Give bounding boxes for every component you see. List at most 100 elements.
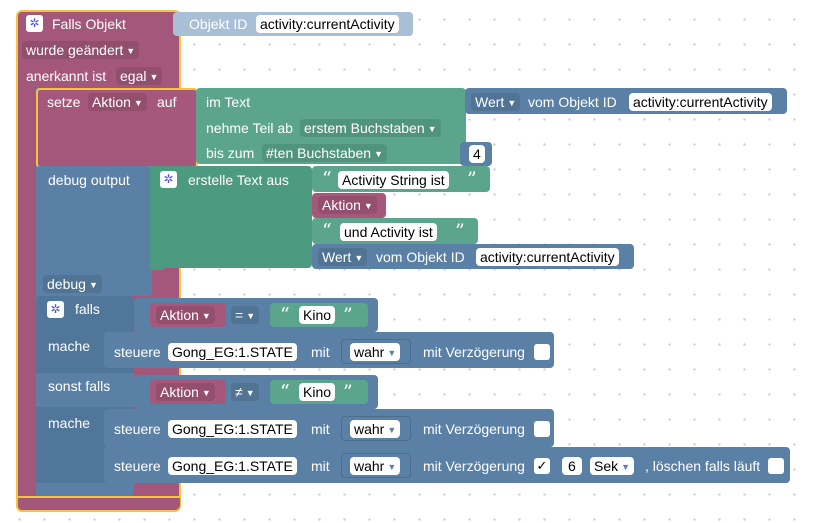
delay-label-2: mit Verzögerung	[423, 421, 525, 437]
set-label: setze	[47, 94, 81, 110]
clear-checkbox[interactable]	[768, 458, 784, 474]
bool-dropdown-1[interactable]: wahr▼	[350, 343, 401, 361]
chevron-down-icon: ▼	[621, 462, 631, 472]
delay-unit-value: Sek	[594, 458, 619, 474]
chevron-down-icon: ▼	[387, 348, 397, 358]
until-dropdown[interactable]: #ten Buchstaben▼	[262, 144, 388, 162]
get-value-dropdown-2[interactable]: Wert▼	[318, 248, 368, 266]
ack-label: anerkannt ist	[26, 68, 107, 84]
delay-checkbox-2[interactable]	[534, 421, 550, 437]
falls-label: falls	[75, 301, 100, 317]
get-value-label-2: Wert	[322, 249, 352, 265]
object-id-value[interactable]: activity:currentActivity	[256, 15, 399, 33]
compare-variable-dropdown-1[interactable]: Aktion▼	[156, 306, 215, 324]
if-block-bottom	[36, 483, 134, 496]
number-field[interactable]: 4	[469, 145, 485, 163]
chevron-down-icon: ▼	[363, 201, 373, 211]
ack-value: egal	[120, 68, 147, 84]
mache-label-1: mache	[48, 338, 91, 354]
quote-close-icon: ”	[467, 168, 477, 190]
delay-label-1: mit Verzögerung	[423, 344, 525, 360]
quote-close-icon: ”	[343, 381, 353, 403]
set-variable-name: Aktion	[92, 94, 131, 110]
object-id-field[interactable]: activity:currentActivity	[629, 93, 772, 111]
until-label: bis zum	[206, 145, 255, 161]
take-dropdown[interactable]: erstem Buchstaben▼	[300, 119, 441, 137]
quote-open-icon: “	[322, 168, 332, 190]
chevron-down-icon: ▼	[354, 253, 364, 263]
control-label-1: steuere	[114, 344, 161, 360]
event-bottom-cap	[18, 496, 180, 510]
from-object-label: vom Objekt ID	[528, 94, 617, 110]
chevron-down-icon: ▼	[245, 388, 255, 398]
control-label-3: steuere	[114, 458, 161, 474]
delay-unit-dropdown[interactable]: Sek▼	[590, 457, 635, 475]
set-variable-dropdown[interactable]: Aktion▼	[88, 93, 147, 111]
state-field-3[interactable]: Gong_EG:1.STATE	[168, 457, 297, 475]
clear-label: , löschen falls läuft	[645, 458, 761, 474]
take-label: nehme Teil ab	[206, 120, 293, 136]
control-label-2: steuere	[114, 421, 161, 437]
chevron-down-icon: ▼	[126, 46, 136, 56]
debug-level-dropdown[interactable]: debug▼	[43, 275, 102, 293]
get-value-dropdown[interactable]: Wert▼	[471, 93, 521, 111]
chevron-down-icon: ▼	[387, 462, 397, 472]
compare-variable-dropdown-2[interactable]: Aktion▼	[156, 383, 215, 401]
compare-text-field-2[interactable]: Kino	[299, 383, 336, 401]
delay-amount-field[interactable]: 6	[562, 457, 582, 475]
quote-close-icon: ”	[343, 304, 353, 326]
chevron-down-icon: ▼	[88, 280, 98, 290]
gear-icon[interactable]: ✲	[26, 15, 43, 32]
text-field-1[interactable]: Activity String ist	[338, 171, 449, 189]
changed-dropdown[interactable]: wurde geändert▼	[22, 41, 140, 59]
variable-block[interactable]	[312, 193, 386, 218]
debug-block[interactable]	[36, 166, 152, 296]
sonst-falls-label: sonst falls	[48, 378, 111, 394]
text-field-2[interactable]: und Activity ist	[340, 223, 437, 241]
gear-icon[interactable]: ✲	[47, 301, 64, 318]
changed-label: wurde geändert	[26, 42, 124, 58]
chevron-down-icon: ▼	[374, 149, 384, 159]
operator-value-2: ≠	[235, 384, 243, 400]
operator-dropdown-1[interactable]: =▼	[231, 306, 260, 324]
state-field-1[interactable]: Gong_EG:1.STATE	[168, 343, 297, 361]
mit-label-3: mit	[311, 458, 330, 474]
chevron-down-icon: ▼	[201, 388, 211, 398]
until-value: #ten Buchstaben	[266, 145, 372, 161]
auf-label: auf	[157, 94, 177, 110]
bool-value-3: wahr	[354, 458, 385, 474]
chevron-down-icon: ▼	[133, 98, 143, 108]
operator-dropdown-2[interactable]: ≠▼	[231, 383, 259, 401]
bool-value-1: wahr	[354, 344, 385, 360]
delay-checkbox-3[interactable]: ✓	[534, 458, 550, 474]
compare-variable-2[interactable]	[150, 380, 226, 404]
event-title: Falls Objekt	[52, 16, 126, 32]
chevron-down-icon: ▼	[246, 311, 256, 321]
create-text-arm	[150, 166, 164, 270]
chevron-down-icon: ▼	[149, 72, 159, 82]
create-text-label: erstelle Text aus	[188, 172, 289, 188]
get-value-label: Wert	[475, 94, 505, 110]
gear-icon[interactable]: ✲	[160, 171, 177, 188]
bool-dropdown-2[interactable]: wahr▼	[350, 420, 401, 438]
mit-label-1: mit	[311, 344, 330, 360]
debug-level-value: debug	[47, 276, 86, 292]
delay-label-3: mit Verzögerung	[423, 458, 525, 474]
object-id-label: Objekt ID	[189, 16, 248, 32]
state-field-2[interactable]: Gong_EG:1.STATE	[168, 420, 297, 438]
im-text-label: im Text	[206, 94, 251, 110]
delay-checkbox-1[interactable]	[534, 344, 550, 360]
chevron-down-icon: ▼	[201, 311, 211, 321]
variable-name: Aktion	[322, 197, 361, 213]
object-id-field-2[interactable]: activity:currentActivity	[476, 248, 619, 266]
create-text-block[interactable]	[150, 166, 312, 268]
quote-close-icon: ”	[455, 220, 465, 242]
compare-text-field-1[interactable]: Kino	[299, 306, 336, 324]
compare-variable-1[interactable]	[150, 303, 226, 327]
variable-dropdown[interactable]: Aktion▼	[318, 196, 377, 214]
ack-dropdown[interactable]: egal▼	[116, 67, 163, 85]
substring-block[interactable]	[196, 88, 466, 164]
bool-dropdown-3[interactable]: wahr▼	[350, 457, 401, 475]
quote-open-icon: “	[280, 304, 290, 326]
quote-open-icon: “	[280, 381, 290, 403]
